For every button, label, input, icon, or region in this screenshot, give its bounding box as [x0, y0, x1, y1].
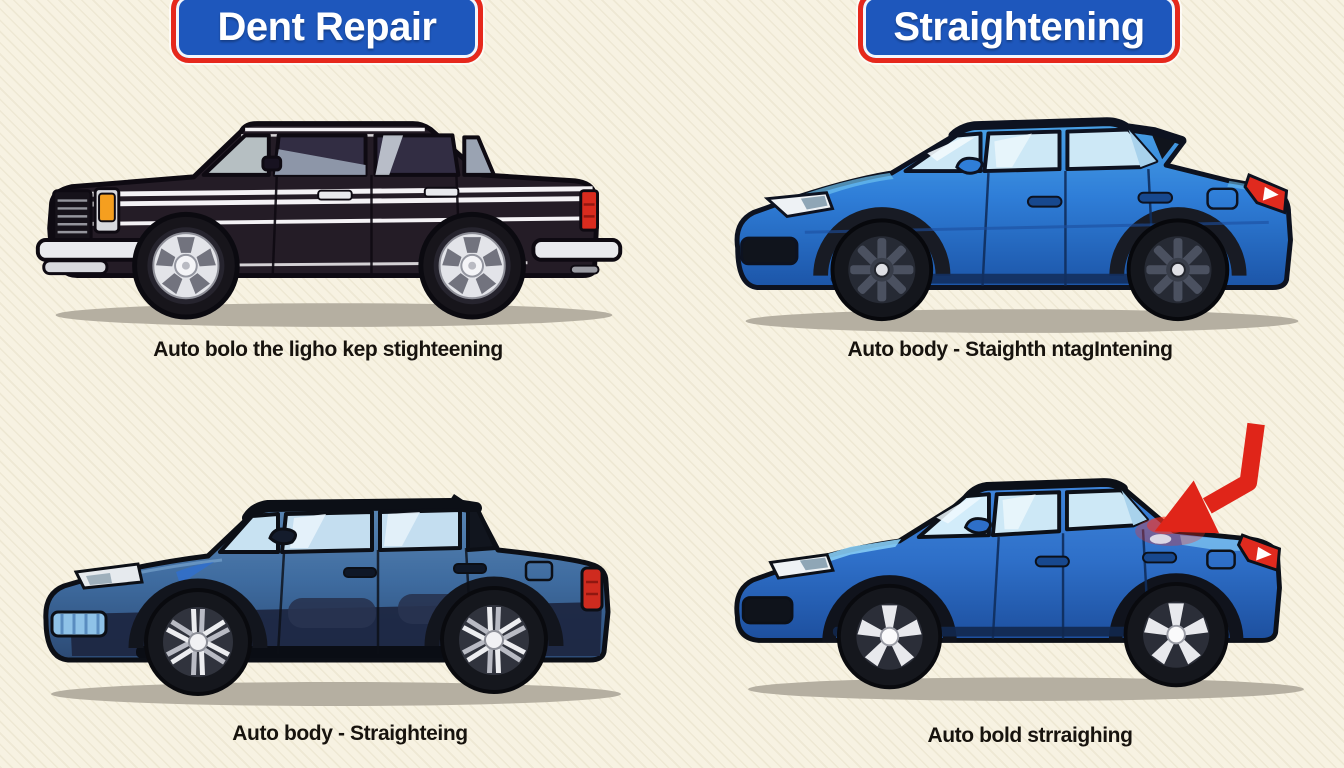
fuel-door [1206, 187, 1239, 210]
rear-arch [1109, 207, 1247, 276]
roof-trim [948, 117, 1187, 145]
roof-trim [961, 478, 1128, 505]
front-grille [52, 189, 93, 246]
car-shadow [748, 677, 1304, 701]
black-sedan-illustration [35, 121, 623, 327]
badge-straightening-label: Straightening [893, 4, 1145, 49]
exhaust [569, 264, 600, 275]
side-mirror [268, 527, 297, 546]
headlight [73, 562, 144, 590]
fuel-door [1206, 549, 1236, 570]
car-shadow [51, 682, 621, 706]
blue-crossover-illustration [734, 117, 1299, 333]
lower-grille [740, 236, 799, 266]
turn-signal [93, 187, 121, 234]
badge-dent-repair: Dent Repair [171, 0, 483, 63]
roof-trim [242, 497, 482, 524]
front-arch [813, 207, 951, 276]
badge-dent-repair-label: Dent Repair [217, 4, 438, 49]
steel-blue-suv-illustration [43, 494, 621, 706]
car-shadow [745, 309, 1299, 333]
fuel-door [524, 560, 554, 582]
front-arch [128, 578, 268, 649]
caption-top-right: Auto body - Staighth ntagIntening [847, 338, 1173, 361]
car-windows [218, 508, 498, 554]
caption-bottom-right: Auto bold strraighing [927, 724, 1133, 747]
rear-arch [1108, 573, 1244, 641]
damage-arrow-icon [1154, 422, 1265, 534]
fender-accent [176, 562, 214, 584]
car-windows [201, 133, 496, 177]
rear-arch [424, 576, 564, 647]
side-mirror [963, 517, 992, 535]
headlight [768, 553, 835, 580]
taillight [1236, 533, 1282, 573]
door-handles [343, 563, 487, 578]
badge-straightening: Straightening [858, 0, 1180, 63]
taillight [579, 189, 600, 232]
door-handles [1034, 551, 1178, 568]
blue-sedan-illustration [734, 422, 1304, 701]
car-windows [903, 127, 1176, 174]
door-handles [1026, 191, 1174, 208]
side-mirror [261, 155, 283, 172]
car-shadow [55, 303, 613, 327]
caption-bottom-left: Auto body - Straighteing [232, 722, 468, 745]
front-arch [822, 575, 957, 643]
taillight [580, 566, 604, 612]
taillight [1243, 173, 1289, 215]
door-handles [317, 186, 460, 201]
chrome-bumpers [35, 238, 623, 276]
side-mirror [955, 156, 984, 175]
lower-grille [50, 610, 108, 638]
caption-top-left: Auto bolo the ligho kep stighteening [153, 338, 503, 361]
lower-grille [741, 596, 794, 625]
headlight [763, 191, 835, 219]
